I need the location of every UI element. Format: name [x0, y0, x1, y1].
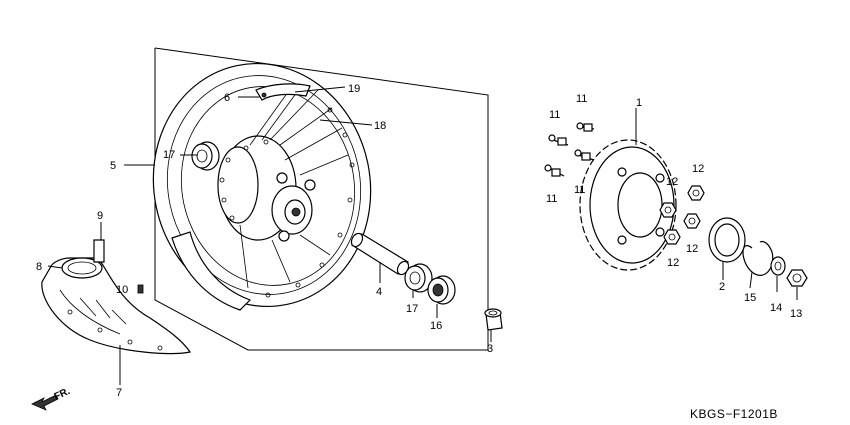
wheel-bearing-upper: [191, 141, 220, 171]
rear-mudguard: [41, 257, 191, 355]
callout-12-c: 12: [686, 243, 698, 255]
callout-10: 10: [116, 284, 128, 296]
callout-11-a: 11: [576, 93, 587, 105]
callout-9: 9: [97, 210, 103, 222]
callout-17-upper: 17: [163, 149, 175, 161]
callout-1: 1: [636, 97, 642, 109]
callout-labels: 1 2 3 4 5 6 7 8 9 10 11 11 11 11 12 12 1…: [36, 83, 802, 399]
diagram-code: KBGS−F1201B: [690, 407, 778, 421]
callout-15: 15: [744, 292, 756, 304]
callout-11-d: 11: [546, 193, 557, 205]
callout-11-c: 11: [574, 184, 585, 196]
callout-3: 3: [487, 343, 493, 355]
axle-nut: [786, 269, 808, 287]
wheel-balance-weight: [255, 83, 311, 101]
callout-4: 4: [376, 286, 382, 298]
callout-19: 19: [348, 83, 360, 95]
mudguard-screw: [137, 284, 144, 294]
callout-12-b: 12: [666, 176, 678, 188]
side-collar: [484, 308, 503, 331]
dust-seal: [427, 275, 456, 305]
callout-8: 8: [36, 261, 42, 273]
callout-12-d: 12: [667, 257, 679, 269]
sprocket-bolts: [544, 122, 595, 177]
callout-6: 6: [224, 92, 230, 104]
callout-5: 5: [110, 160, 116, 172]
callout-leader-lines: [47, 86, 798, 385]
callout-2: 2: [719, 281, 725, 293]
callout-12-a: 12: [692, 163, 704, 175]
circlip: [742, 240, 774, 276]
rim-band-cutaway: [171, 231, 252, 311]
axle-washer: [770, 256, 786, 276]
callout-16: 16: [430, 320, 442, 332]
wheel-spokes: [239, 87, 349, 289]
sprocket-washer: [708, 217, 746, 263]
front-direction-arrow: FR.: [31, 386, 72, 411]
callout-14: 14: [770, 302, 782, 314]
callout-7: 7: [116, 387, 122, 399]
wheel-assembly-frame: [154, 47, 489, 351]
callout-17-lower: 17: [406, 303, 418, 315]
final-driven-sprocket: [579, 139, 677, 271]
sprocket-nuts: [659, 185, 705, 245]
wheel-hub: [217, 135, 316, 242]
callout-18: 18: [374, 120, 386, 132]
callout-13: 13: [790, 308, 802, 320]
front-direction-label: FR.: [53, 386, 72, 403]
wheel-bearing-lower: [404, 263, 433, 293]
callout-11-b: 11: [549, 109, 560, 121]
